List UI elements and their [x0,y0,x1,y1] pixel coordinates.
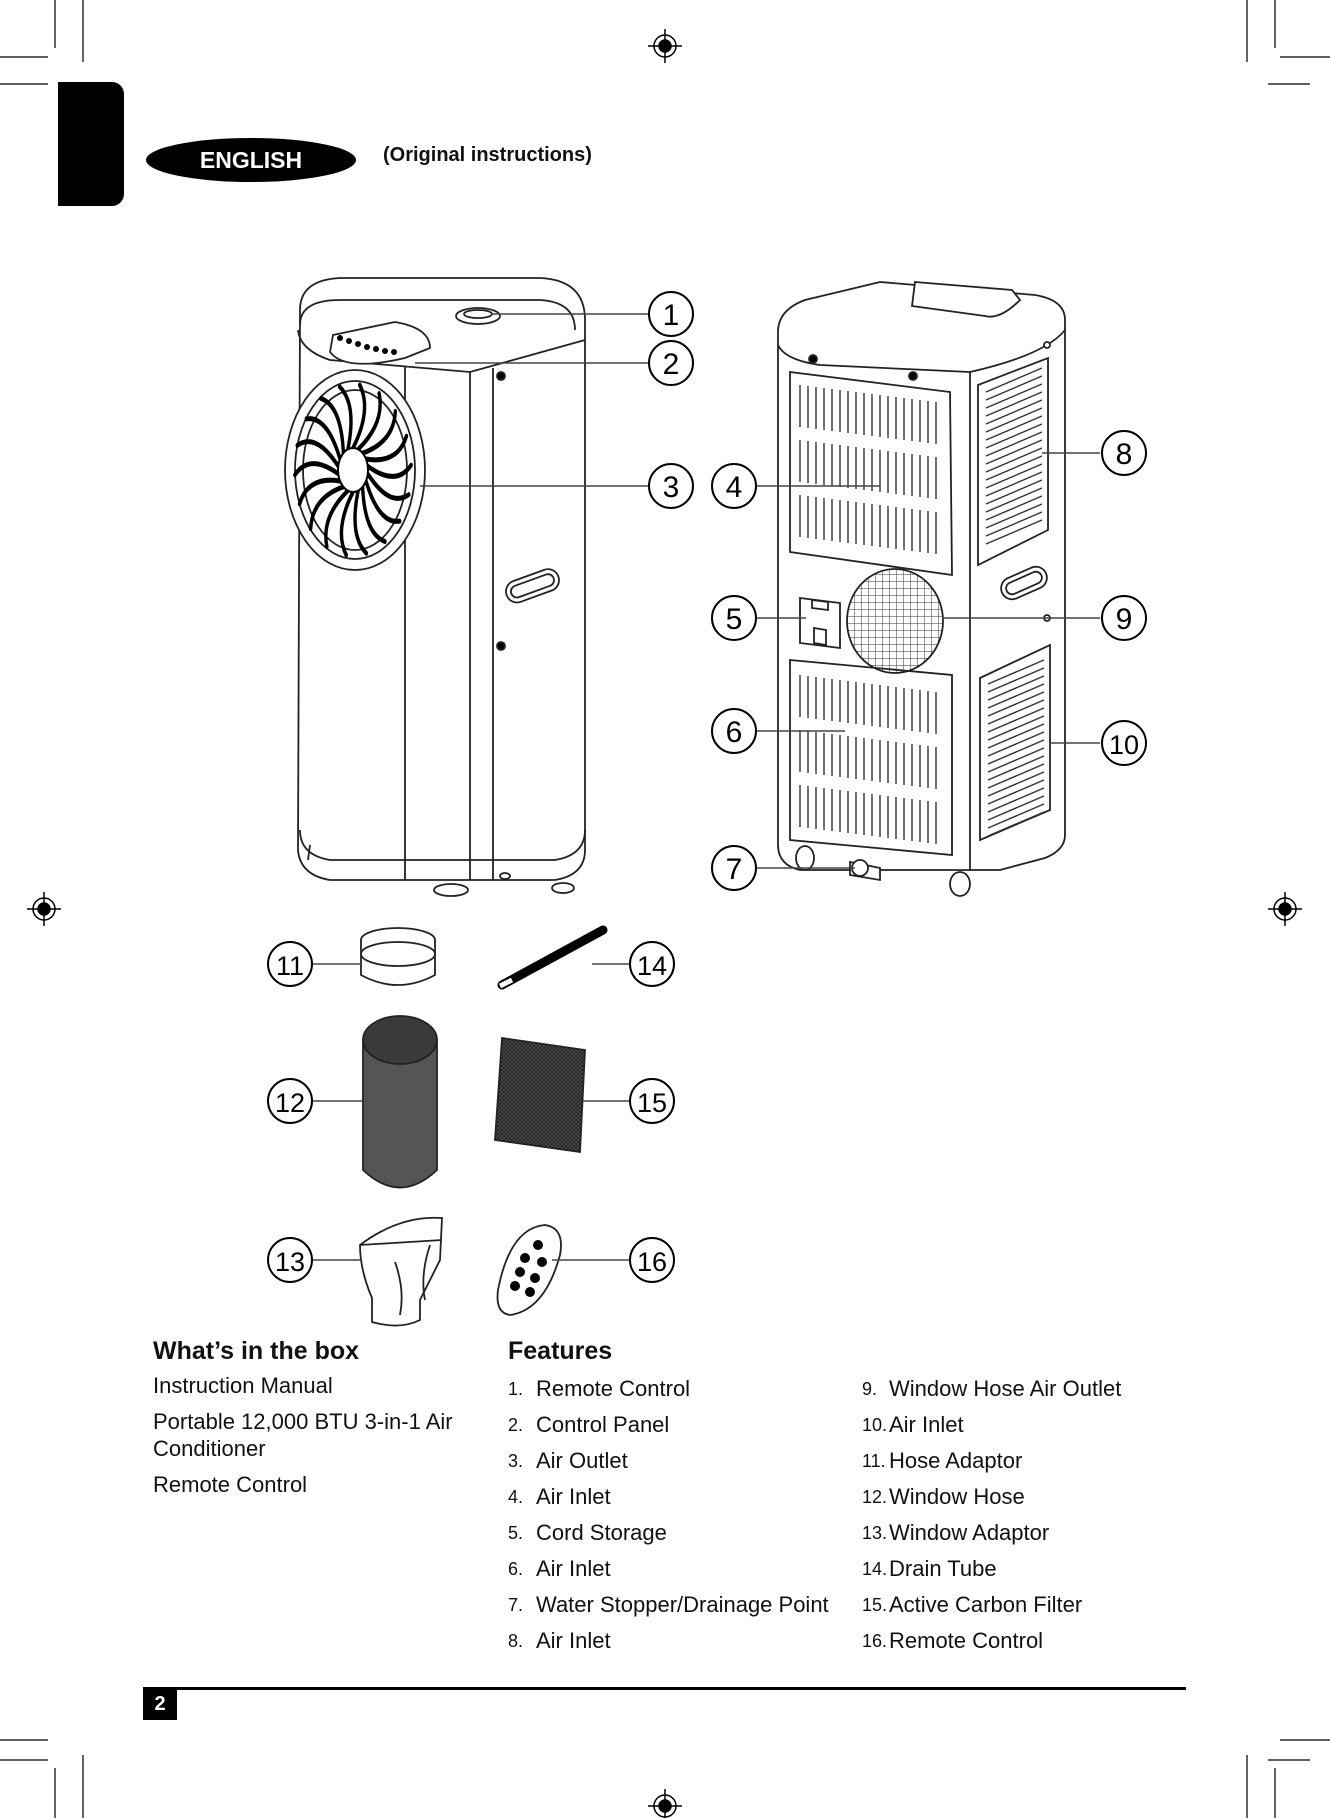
callout-number: 9 [1116,603,1133,636]
feature-item: 9.Window Hose Air Outlet [862,1376,1122,1401]
box-list: Instruction Manual Portable 12,000 BTU 3… [153,1372,473,1507]
callout-11 [267,941,313,987]
callout-number: 8 [1116,438,1133,471]
feature-item: 10.Air Inlet [862,1412,964,1437]
callout-number: 2 [663,348,680,381]
callout-number: 7 [726,853,743,886]
feature-item: 1.Remote Control [508,1376,691,1401]
grille-slats [799,367,1045,845]
callout-number: 12 [275,1088,305,1118]
feature-item: 16.Remote Control [862,1628,1044,1653]
callout-number: 16 [637,1247,667,1277]
page-number: 2 [143,1688,177,1720]
features-list-left: 1.Remote Control 2.Control Panel 3.Air O… [508,1371,848,1659]
back-unit-drawing [777,281,1066,897]
feature-item: 7.Water Stopper/Drainage Point [508,1592,829,1617]
box-heading: What’s in the box [153,1337,360,1365]
callout-5 [711,595,757,641]
callout-number: 11 [276,951,304,981]
feature-item: 3.Air Outlet [508,1448,628,1473]
callout-numbers: 1 2 3 4 5 6 7 8 9 10 11 12 13 14 15 16 [275,299,1139,1277]
callout-number: 6 [726,716,743,749]
callout-8 [1101,430,1147,476]
callout-number: 14 [637,951,667,981]
front-unit-drawing [284,277,586,897]
callout-number: 4 [726,471,743,504]
callout-circles [267,291,1147,1283]
fan-vanes [293,382,413,558]
features-heading: Features [508,1337,613,1365]
feature-item: 14.Drain Tube [862,1556,997,1581]
feature-item: 11.Hose Adaptor [862,1448,1023,1473]
callout-10 [1101,720,1147,766]
callout-7 [711,845,757,891]
feature-item: 12.Window Hose [862,1484,1025,1509]
callout-number: 10 [1109,730,1139,760]
callout-number: 15 [637,1088,667,1118]
feature-item: 15.Active Carbon Filter [862,1592,1083,1617]
original-instructions-note: (Original instructions) [383,144,592,166]
callout-14 [629,941,675,987]
feature-item: 4.Air Inlet [508,1484,611,1509]
accessories-drawing [359,925,608,1327]
leader-lines [311,313,1100,1261]
callout-2 [648,340,694,386]
features-list-right: 9.Window Hose Air Outlet 10.Air Inlet 11… [862,1371,1182,1659]
callout-13 [267,1237,313,1283]
callout-number: 1 [663,299,680,332]
callout-number: 13 [275,1247,305,1277]
section-tab [58,82,124,206]
callout-9 [1101,595,1147,641]
feature-item: 6.Air Inlet [508,1556,611,1581]
callout-4 [711,463,757,509]
callout-3 [648,463,694,509]
callout-number: 5 [726,603,743,636]
feature-item: 8.Air Inlet [508,1628,611,1653]
callout-16 [629,1237,675,1283]
feature-item: 13.Window Adaptor [862,1520,1050,1545]
language-badge: ENGLISH [146,138,356,182]
callout-6 [711,708,757,754]
box-item: Portable 12,000 BTU 3-in-1 Air Condition… [153,1409,453,1461]
callout-15 [629,1078,675,1124]
callout-12 [267,1078,313,1124]
callout-1 [648,291,694,337]
box-item: Remote Control [153,1472,308,1497]
feature-item: 2.Control Panel [508,1412,670,1437]
feature-item: 5.Cord Storage [508,1520,667,1545]
registration-marks [27,29,1302,1818]
callout-number: 3 [663,471,680,504]
box-item: Instruction Manual [153,1373,333,1398]
footer-rule [143,1687,1186,1690]
